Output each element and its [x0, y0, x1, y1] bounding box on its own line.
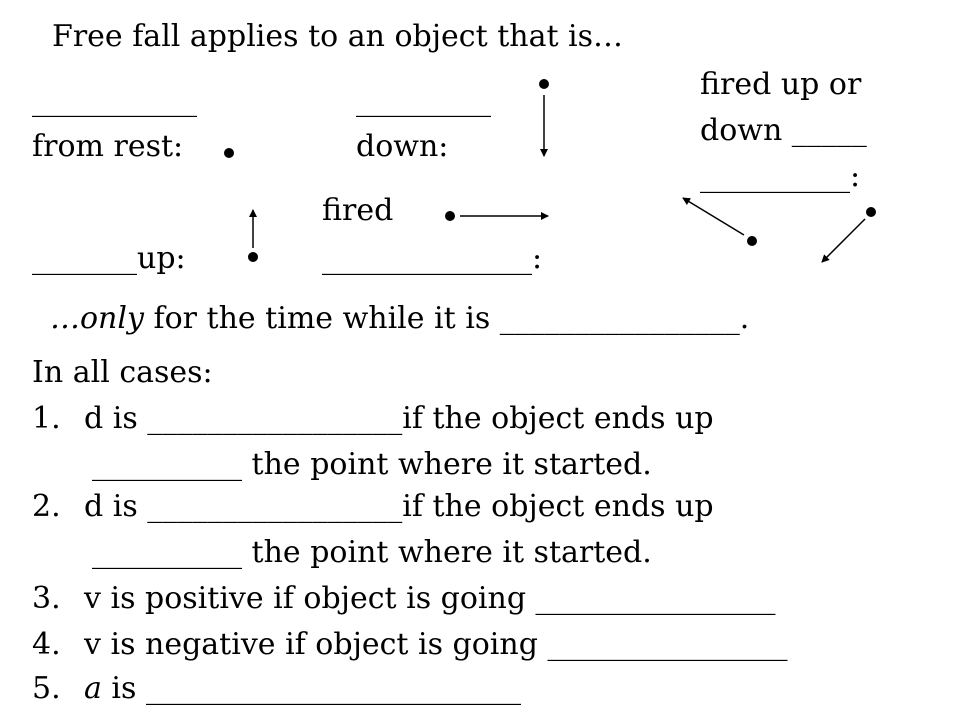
list-text: v is negative if object is going _______… — [84, 627, 788, 662]
diagonal-down-arrow-icon — [821, 207, 876, 263]
list-item-1: 1. d is _________________if the object en… — [32, 404, 714, 434]
list-item-1-cont: __________ the point where it started. — [92, 447, 652, 482]
list-item-3: 3. v is positive if object is going _____… — [32, 584, 776, 614]
up-arrow-icon — [248, 209, 258, 262]
all-cases-heading: In all cases: — [32, 355, 213, 390]
list-number: 4. — [32, 627, 61, 662]
down-arrow-icon — [539, 79, 549, 157]
down-blank: _________ — [356, 83, 491, 118]
up-label: _______up: — [32, 241, 186, 276]
diagonal-up-arrow-icon — [682, 197, 757, 246]
rest-dot — [224, 148, 234, 158]
only-rest: for the time while it is _______________… — [143, 301, 750, 336]
rest-blank: ___________ — [32, 83, 197, 118]
updown-line1: fired up or — [700, 67, 862, 102]
list-number: 3. — [32, 581, 61, 616]
page-title: Free fall applies to an object that is… — [52, 19, 624, 54]
horizontal-arrow-icon — [445, 211, 549, 221]
list-item-5: 5. a is _________________________ — [32, 674, 521, 704]
list-number: 1. — [32, 401, 61, 436]
list-item-4: 4. v is negative if object is going _____… — [32, 630, 787, 660]
list-text: a — [84, 671, 102, 706]
list-text: v is positive if object is going _______… — [84, 581, 776, 616]
rest-label: from rest: — [32, 129, 184, 164]
list-number: 5. — [32, 671, 61, 706]
updown-line2: down _____ — [700, 113, 867, 148]
only-line: …only for the time while it is _________… — [50, 304, 749, 334]
list-text-rest: is _________________________ — [101, 671, 521, 706]
list-item-2-cont: __________ the point where it started. — [92, 535, 652, 570]
list-text: d is _________________if the object ends… — [84, 489, 714, 524]
down-label: down: — [356, 129, 449, 164]
list-number: 2. — [32, 489, 61, 524]
horizontal-line1: fired — [322, 193, 394, 228]
horizontal-line2: ______________: — [322, 241, 543, 276]
list-text: d is _________________if the object ends… — [84, 401, 714, 436]
updown-line3: __________: — [700, 159, 861, 194]
list-item-2: 2. d is _________________if the object en… — [32, 492, 714, 522]
only-emphasis: …only — [50, 301, 144, 336]
